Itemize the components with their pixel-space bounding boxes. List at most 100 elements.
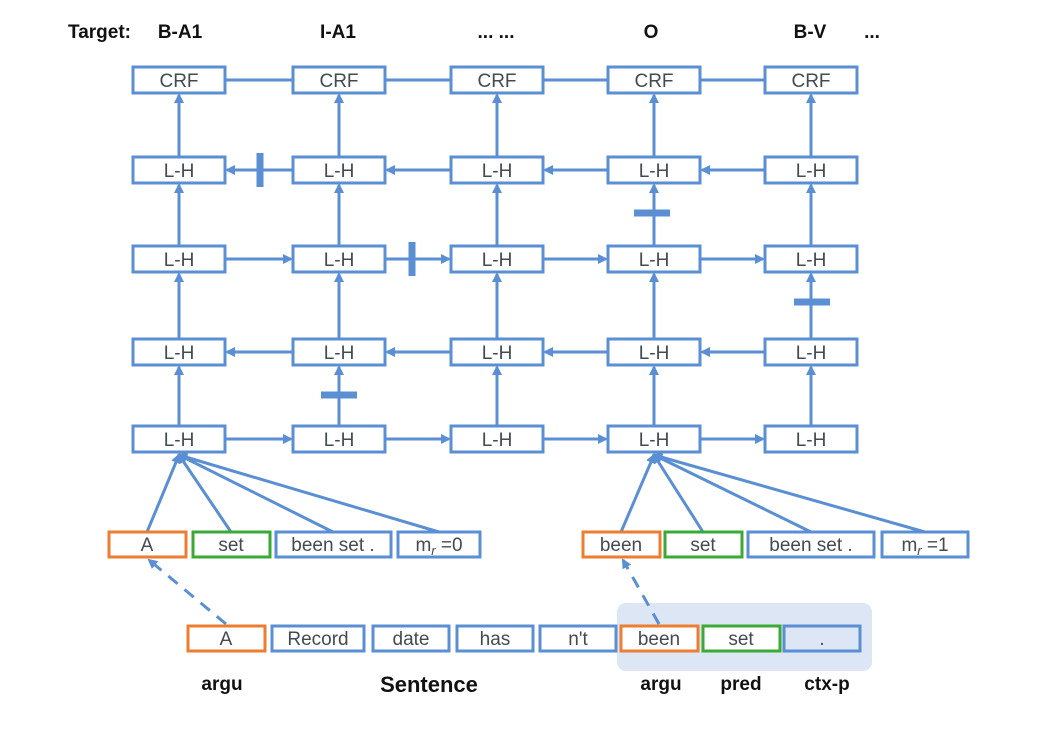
sentence-word: date xyxy=(371,624,451,653)
svg-text:L-H: L-H xyxy=(482,250,513,271)
svg-text:L-H: L-H xyxy=(639,430,670,451)
predicate-label: pred xyxy=(720,674,761,695)
dropout-mark xyxy=(321,391,357,399)
sentence-word: been xyxy=(619,624,700,653)
lstm-node: L-H xyxy=(291,337,387,367)
lstm-node: L-H xyxy=(291,155,387,185)
svg-text:CRF: CRF xyxy=(634,71,673,92)
target-label: ... ... xyxy=(478,22,515,43)
sentence-word: . xyxy=(782,624,862,653)
input-arrow xyxy=(145,453,181,533)
lstm-node: L-H xyxy=(763,424,859,454)
input-arrow xyxy=(652,453,705,533)
argument-input: been xyxy=(581,530,662,559)
lstm-node: L-H xyxy=(763,337,859,367)
input-arrow xyxy=(652,452,926,534)
sentence-word: n't xyxy=(538,624,618,653)
svg-text:L-H: L-H xyxy=(324,343,355,364)
lstm-node: L-H xyxy=(606,244,702,274)
svg-text:mr =1: mr =1 xyxy=(901,535,948,558)
svg-text:L-H: L-H xyxy=(324,250,355,271)
edges-layer xyxy=(145,78,926,626)
lstm-node: L-H xyxy=(606,337,702,367)
lstm-node: L-H xyxy=(291,424,387,454)
input-arrow xyxy=(177,452,440,534)
dropout-mark xyxy=(634,209,670,217)
lstm-node: L-H xyxy=(449,244,545,274)
svg-text:L-H: L-H xyxy=(482,430,513,451)
lstm-node: L-H xyxy=(606,424,702,454)
svg-text:set: set xyxy=(218,535,244,556)
sentence-word: has xyxy=(455,624,535,653)
lstm-node: L-H xyxy=(606,155,702,185)
crf-node: CRF xyxy=(449,65,545,95)
dropout-mark xyxy=(408,242,416,276)
svg-text:L-H: L-H xyxy=(796,343,827,364)
sentence-word: A xyxy=(186,624,267,653)
svg-text:CRF: CRF xyxy=(159,71,198,92)
svg-text:been: been xyxy=(638,629,680,650)
target-label: I-A1 xyxy=(320,22,356,43)
context-label: ctx-p xyxy=(804,674,849,695)
svg-text:L-H: L-H xyxy=(164,161,195,182)
svg-text:L-H: L-H xyxy=(482,343,513,364)
input-arrow xyxy=(619,453,656,533)
region-mark-input: mr =1 xyxy=(880,530,970,559)
argument-label: argu xyxy=(201,674,242,695)
lstm-node: L-H xyxy=(131,155,227,185)
lstm-node: L-H xyxy=(291,244,387,274)
svg-text:Record: Record xyxy=(287,629,348,650)
crf-node: CRF xyxy=(763,65,859,95)
svg-text:L-H: L-H xyxy=(164,430,195,451)
dropout-mark xyxy=(794,298,830,306)
svg-text:.: . xyxy=(819,629,824,650)
lstm-node: L-H xyxy=(131,424,227,454)
svg-text:mr =0: mr =0 xyxy=(415,535,462,558)
lstm-node: L-H xyxy=(449,337,545,367)
svg-text:L-H: L-H xyxy=(324,161,355,182)
svg-text:L-H: L-H xyxy=(324,430,355,451)
context-input: been set . xyxy=(274,530,393,559)
svg-text:date: date xyxy=(393,629,430,650)
input-arrow xyxy=(177,453,334,534)
target-label: O xyxy=(644,22,659,43)
crf-node: CRF xyxy=(291,65,387,95)
svg-text:has: has xyxy=(480,629,511,650)
argument-selection-arrow xyxy=(147,558,227,626)
region-mark-input: mr =0 xyxy=(396,530,482,559)
context-input: been set . xyxy=(746,530,876,559)
dropout-mark xyxy=(256,153,264,187)
svg-text:set: set xyxy=(728,629,754,650)
sentence-word: Record xyxy=(270,624,366,653)
svg-text:A: A xyxy=(141,535,154,556)
predicate-input: set xyxy=(191,530,272,559)
svg-text:set: set xyxy=(690,535,716,556)
predicate-input: set xyxy=(663,530,744,559)
lstm-node: L-H xyxy=(449,155,545,185)
svg-text:L-H: L-H xyxy=(796,250,827,271)
svg-text:L-H: L-H xyxy=(482,161,513,182)
argument-input: A xyxy=(107,530,188,559)
svg-text:L-H: L-H xyxy=(639,161,670,182)
lstm-node: L-H xyxy=(131,244,227,274)
svg-text:L-H: L-H xyxy=(639,343,670,364)
target-label: B-A1 xyxy=(158,22,203,43)
input-arrow xyxy=(652,453,812,534)
lstm-node: L-H xyxy=(763,244,859,274)
svg-text:L-H: L-H xyxy=(796,161,827,182)
svg-text:been: been xyxy=(600,535,642,556)
crf-node: CRF xyxy=(606,65,702,95)
svg-text:L-H: L-H xyxy=(639,250,670,271)
argument-label: argu xyxy=(640,674,681,695)
svg-text:L-H: L-H xyxy=(164,250,195,271)
lstm-node: L-H xyxy=(763,155,859,185)
svg-text:CRF: CRF xyxy=(319,71,358,92)
target-prefix: Target: xyxy=(68,22,131,43)
svg-text:L-H: L-H xyxy=(796,430,827,451)
svg-text:n't: n't xyxy=(568,629,588,650)
svg-text:been set .: been set . xyxy=(769,535,852,556)
target-label: B-V xyxy=(794,22,827,43)
lstm-node: L-H xyxy=(449,424,545,454)
sentence-word: set xyxy=(701,624,782,653)
svg-text:CRF: CRF xyxy=(477,71,516,92)
